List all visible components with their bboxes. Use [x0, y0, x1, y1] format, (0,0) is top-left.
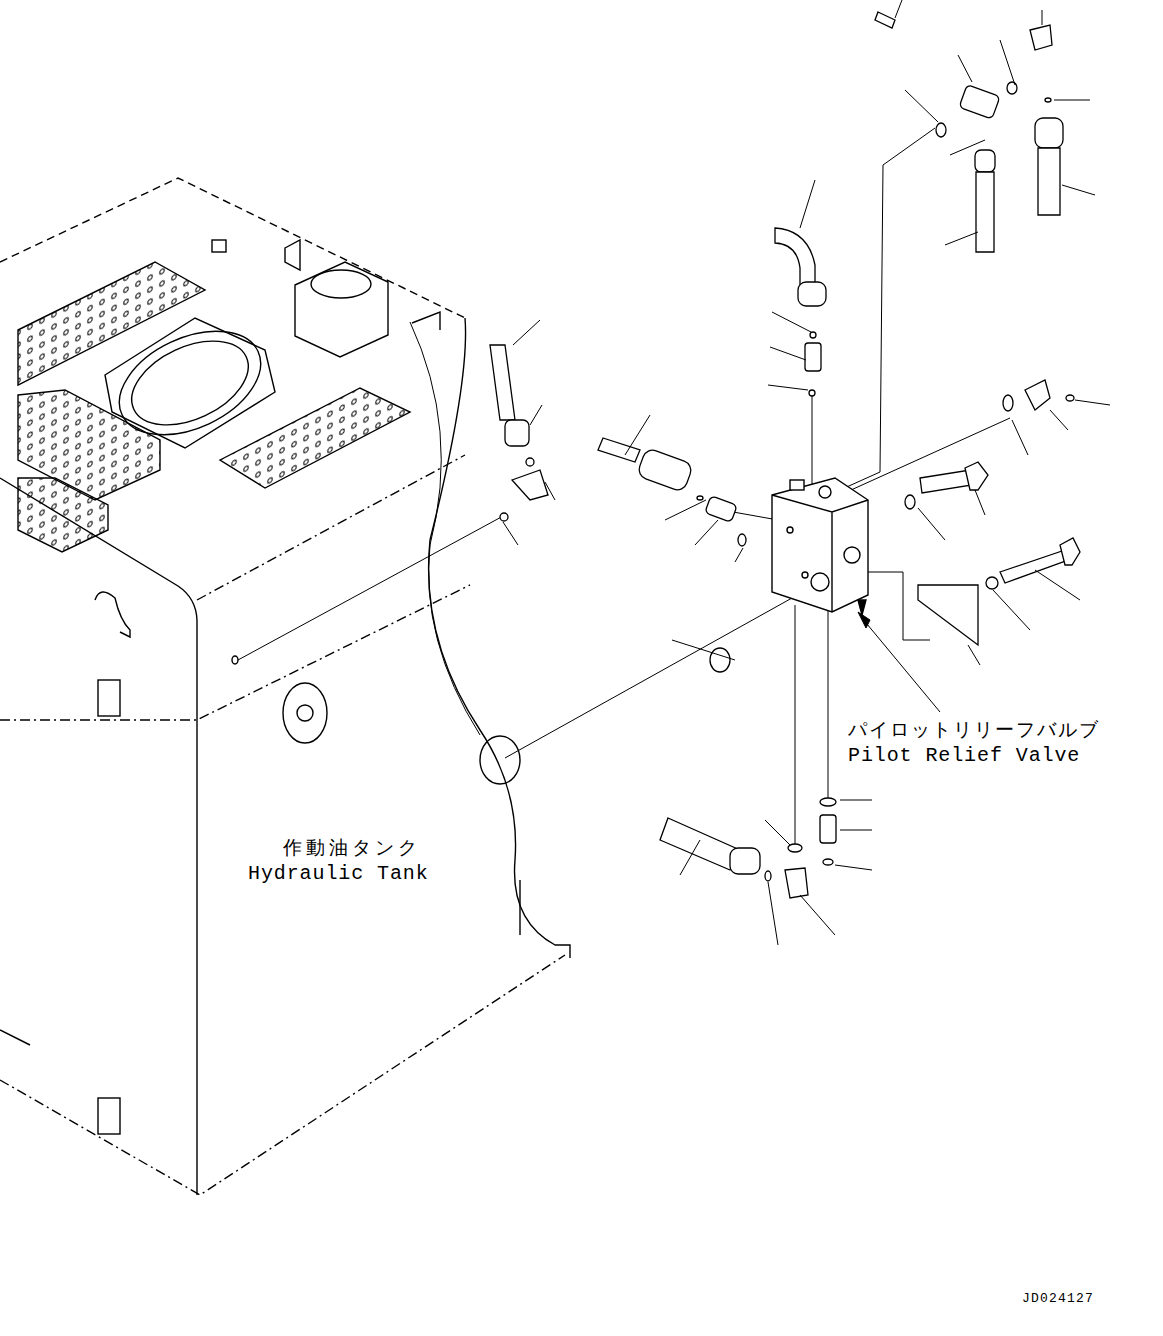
part-name-jp: パイロットリリーフバルブ [848, 719, 1100, 740]
leader-line [503, 0, 1110, 945]
part-name: Hydraulic Tank [248, 863, 429, 885]
hose-fitting [490, 12, 1080, 898]
valve-block [772, 478, 868, 615]
drawing-number: JD024127 [1022, 1292, 1094, 1306]
hydraulic-tank [0, 178, 570, 1195]
part-name: Pilot Relief Valve [848, 745, 1080, 767]
part-name-jp: 作動油タンク [283, 837, 421, 858]
